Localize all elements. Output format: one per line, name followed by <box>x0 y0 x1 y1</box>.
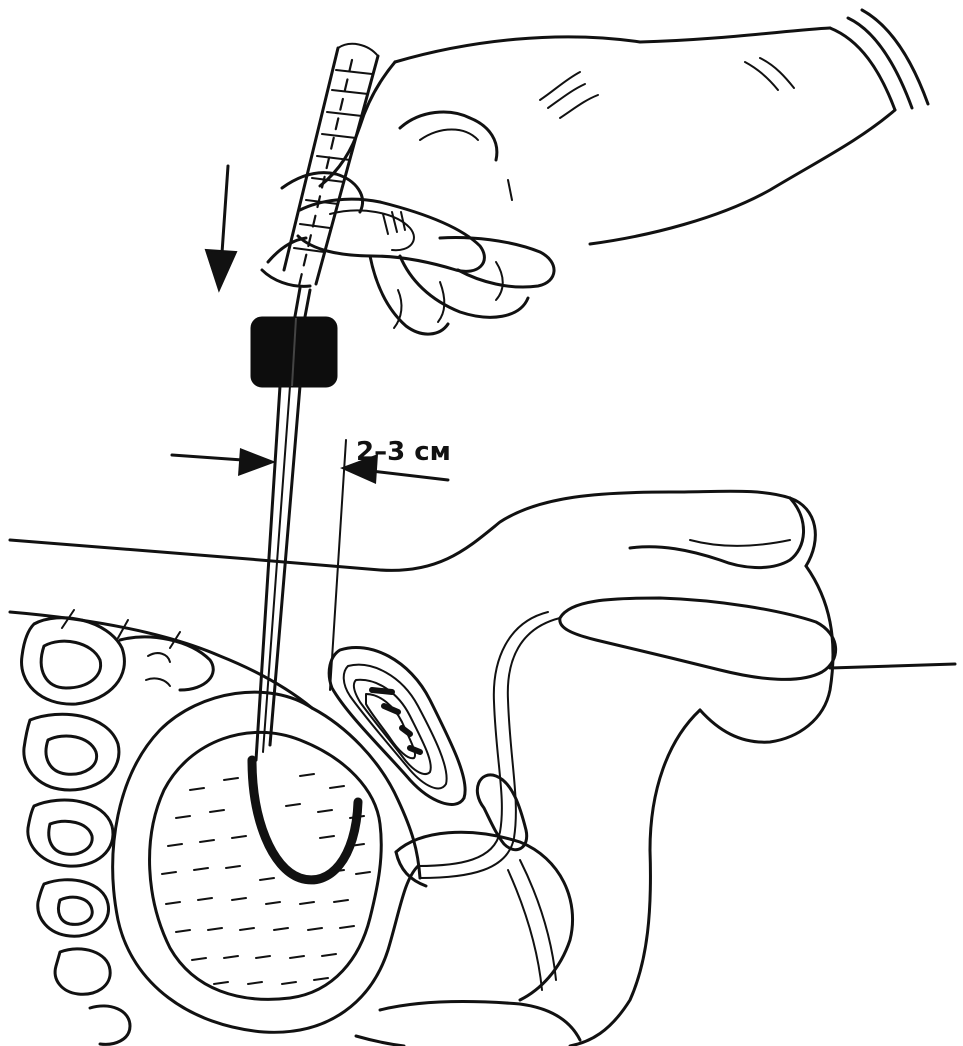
body-contour <box>10 491 955 1046</box>
prostate <box>356 775 580 1046</box>
catheter-tip <box>252 760 358 880</box>
measurement-label: 2–3 см <box>356 437 451 467</box>
pubic-symphysis <box>329 647 465 804</box>
bladder-fluid <box>162 774 370 984</box>
bladder <box>113 692 420 1032</box>
downward-arrow-icon <box>206 166 236 290</box>
gloved-hand <box>262 10 928 334</box>
sacrum-vertebrae <box>22 618 214 1045</box>
